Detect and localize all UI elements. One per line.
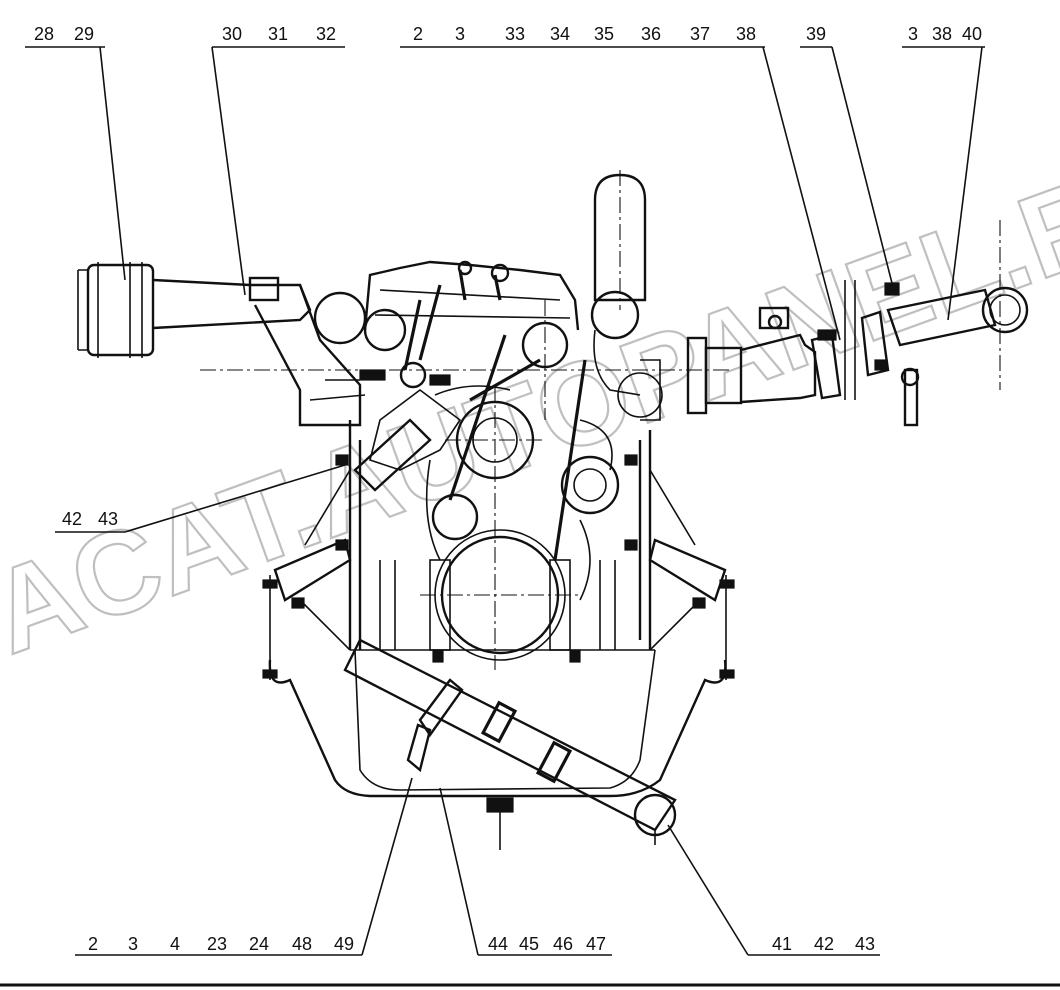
callout-number: 49 bbox=[334, 934, 354, 954]
mount-bolts-right bbox=[624, 454, 735, 679]
callout-number: 4 bbox=[170, 934, 180, 954]
callout-bottom-center: 44 45 46 47 bbox=[488, 934, 606, 954]
watermark-text: ACAT.AUTOPANEL.RU bbox=[0, 123, 1060, 680]
callout-number: 39 bbox=[806, 24, 826, 44]
callout-bottom-right: 41 42 43 bbox=[772, 934, 875, 954]
callout-number: 3 bbox=[128, 934, 138, 954]
engine-drawing bbox=[77, 170, 1029, 850]
callout-number: 40 bbox=[962, 24, 982, 44]
callout-number: 29 bbox=[74, 24, 94, 44]
callout-number: 35 bbox=[594, 24, 614, 44]
callout-number: 31 bbox=[268, 24, 288, 44]
intake-elbow-left bbox=[253, 284, 362, 427]
callout-number: 37 bbox=[690, 24, 710, 44]
callout-number: 3 bbox=[908, 24, 918, 44]
callout-top-left-a: 28 29 bbox=[34, 24, 94, 44]
callout-top-left-b: 30 31 32 bbox=[222, 24, 336, 44]
callout-number: 45 bbox=[519, 934, 539, 954]
oil-pan-outline bbox=[268, 659, 727, 798]
intake-pipe-left bbox=[152, 278, 312, 330]
callout-number: 42 bbox=[814, 934, 834, 954]
left-mount-bracket bbox=[273, 538, 352, 602]
callout-leaders bbox=[25, 46, 985, 956]
callout-number: 28 bbox=[34, 24, 54, 44]
exhaust-outlet bbox=[981, 286, 1029, 334]
drive-belt bbox=[448, 334, 587, 561]
cylinder-head-cover bbox=[363, 260, 580, 331]
callout-number: 3 bbox=[455, 24, 465, 44]
tensioner-pulley bbox=[431, 493, 479, 541]
air-intake-stack bbox=[593, 173, 647, 302]
callout-number: 38 bbox=[736, 24, 756, 44]
callout-number: 32 bbox=[316, 24, 336, 44]
right-mount-bracket bbox=[648, 538, 727, 602]
callout-top-right-a: 39 bbox=[806, 24, 826, 44]
manifold-elbow bbox=[313, 291, 367, 345]
rocker-arm-left bbox=[403, 284, 442, 371]
idler-pulley bbox=[560, 455, 620, 515]
callout-number: 2 bbox=[88, 934, 98, 954]
center-lines bbox=[200, 170, 1001, 670]
callout-number: 2 bbox=[413, 24, 423, 44]
callout-number: 24 bbox=[249, 934, 269, 954]
callout-number: 43 bbox=[855, 934, 875, 954]
callout-number: 41 bbox=[772, 934, 792, 954]
callout-number: 42 bbox=[62, 509, 82, 529]
callout-number: 33 bbox=[505, 24, 525, 44]
exhaust-pipe-right bbox=[686, 280, 1029, 427]
callout-number: 36 bbox=[641, 24, 661, 44]
callout-top-right-b: 3 38 40 bbox=[908, 24, 982, 44]
callout-number: 38 bbox=[932, 24, 952, 44]
drain-plug bbox=[486, 797, 514, 813]
callout-number: 46 bbox=[553, 934, 573, 954]
turbocharger bbox=[590, 290, 640, 340]
callout-number: 30 bbox=[222, 24, 242, 44]
callout-number: 44 bbox=[488, 934, 508, 954]
callout-number: 23 bbox=[207, 934, 227, 954]
callout-top-center: 2 3 33 34 35 36 37 38 bbox=[413, 24, 756, 44]
mount-bolts-left bbox=[262, 454, 349, 679]
callout-mid-left: 42 43 bbox=[62, 509, 118, 529]
callout-number: 48 bbox=[292, 934, 312, 954]
callout-number: 34 bbox=[550, 24, 570, 44]
callout-number: 43 bbox=[98, 509, 118, 529]
air-filter bbox=[77, 262, 155, 358]
callout-number: 47 bbox=[586, 934, 606, 954]
callout-bottom-left: 2 3 4 23 24 48 49 bbox=[88, 934, 354, 954]
coolant-pipe-lower bbox=[343, 389, 677, 845]
